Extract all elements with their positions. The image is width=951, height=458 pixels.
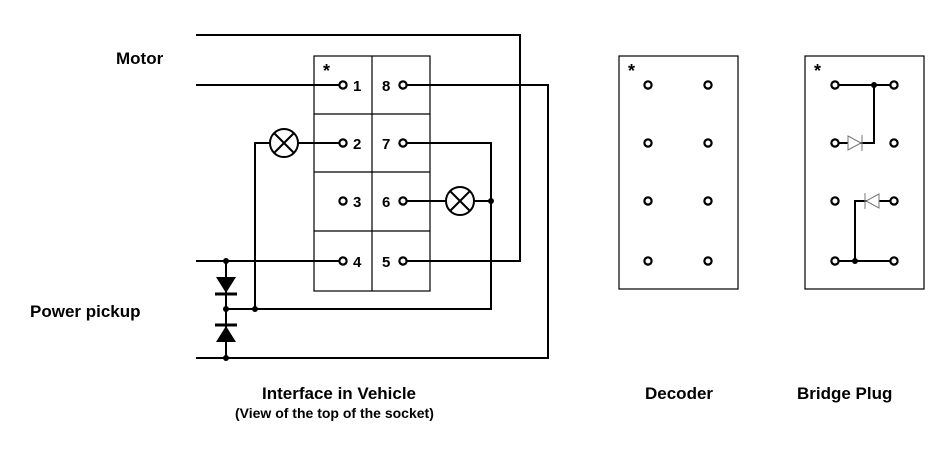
power-pickup-label: Power pickup	[30, 302, 141, 321]
socket-marker: *	[323, 61, 330, 81]
pin-label-2: 2	[353, 136, 361, 153]
pin-label-4: 4	[353, 254, 362, 271]
bridge-plug-body	[804, 55, 925, 290]
lamp-icon	[445, 186, 475, 216]
pin-label-5: 5	[382, 254, 390, 271]
pin-label-7: 7	[382, 136, 390, 153]
junctions	[223, 198, 494, 361]
pin-label-8: 8	[382, 78, 390, 95]
socket	[313, 55, 431, 292]
diode-upper	[215, 277, 237, 296]
motor-label: Motor	[116, 49, 164, 68]
pin-label-6: 6	[382, 194, 390, 211]
lamp-icon	[269, 128, 299, 158]
interface-title: Interface in Vehicle	[262, 384, 417, 403]
pin-label-3: 3	[353, 194, 361, 211]
decoder-body	[618, 55, 739, 290]
socket-pins	[338, 80, 408, 266]
pin-label-1: 1	[353, 78, 361, 95]
interface-subtitle: (View of the top of the socket)	[235, 405, 434, 421]
diode-lower	[215, 323, 237, 342]
bridge-plug-marker: *	[814, 61, 821, 81]
decoder-marker: *	[628, 61, 635, 81]
decoder-label: Decoder	[645, 384, 714, 403]
bridge-plug-label: Bridge Plug	[797, 384, 893, 403]
